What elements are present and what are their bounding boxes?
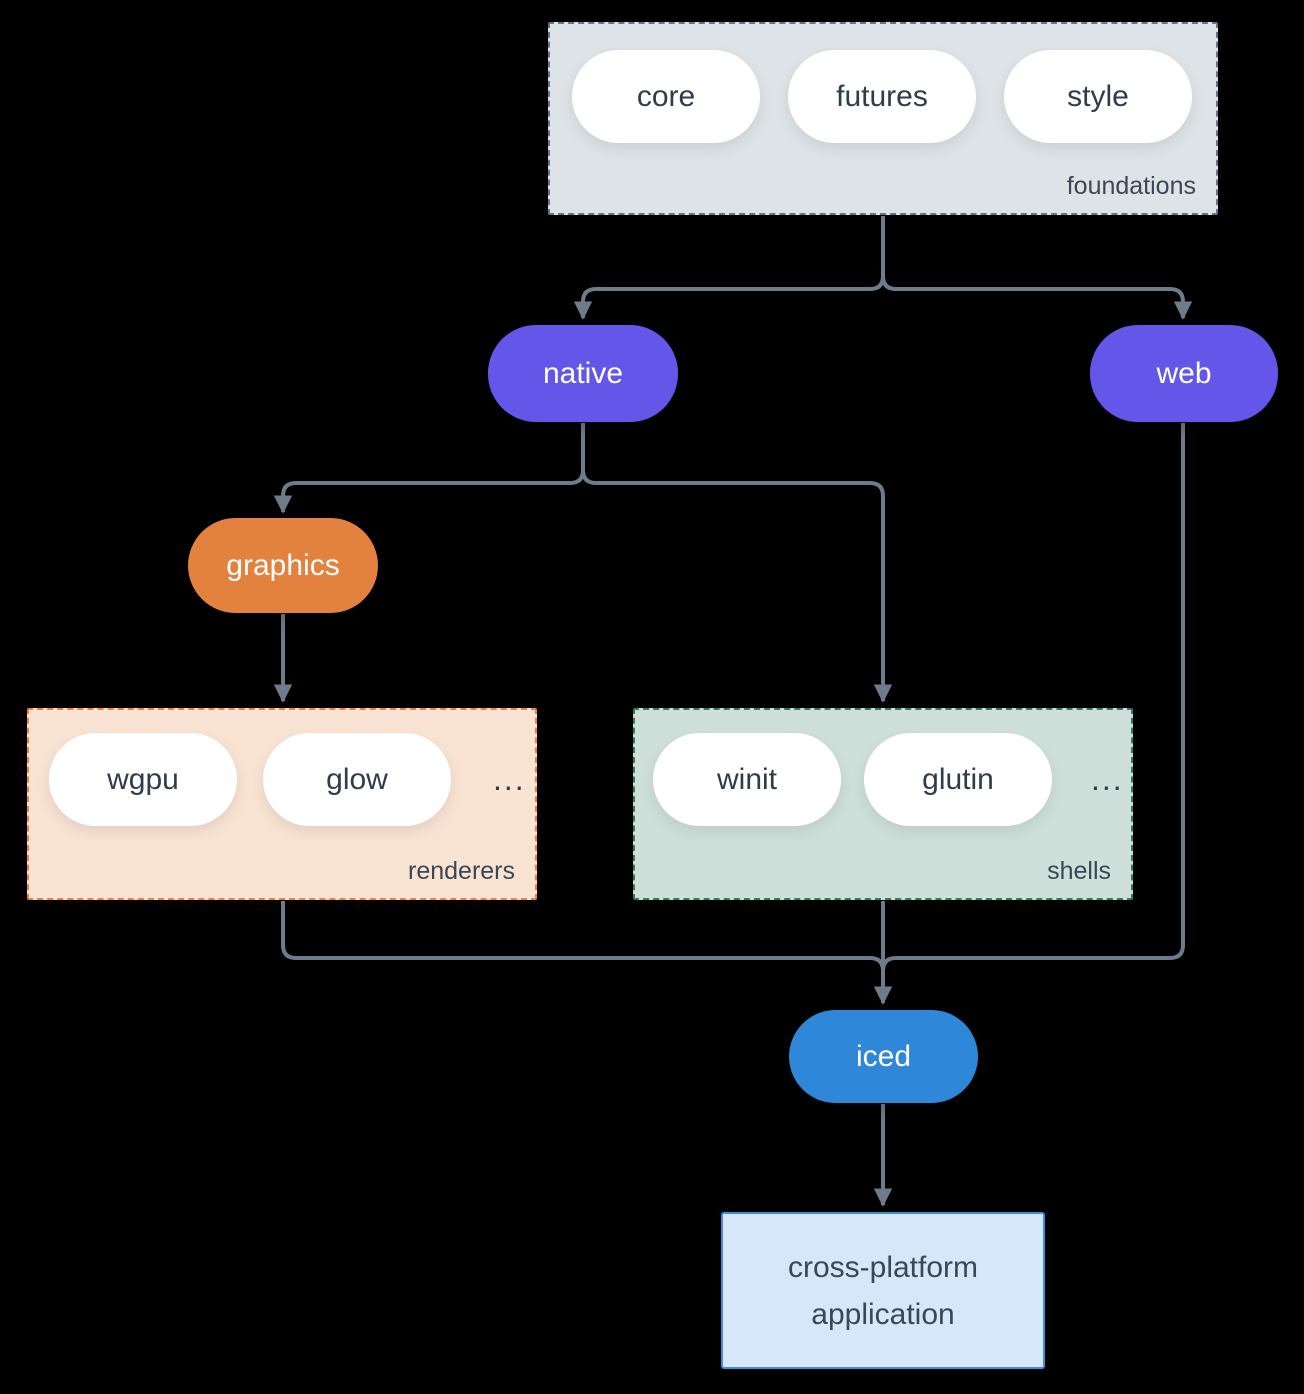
shells-pill-row: winit glutin ... [635,710,1131,826]
node-iced: iced [789,1010,978,1103]
edge-native-graphics [273,423,585,514]
group-foundations: core futures style foundations [548,22,1218,215]
pill-core: core [572,50,760,143]
group-renderers: wgpu glow ... renderers [27,708,537,900]
pill-style: style [1004,50,1192,143]
renderers-ellipsis: ... [493,761,526,797]
node-web: web [1090,325,1278,422]
group-label-shells: shells [1047,857,1111,885]
group-shells: winit glutin ... shells [633,708,1133,900]
pill-wgpu: wgpu [49,733,237,826]
edge-foundations-web [881,216,1193,320]
pill-glutin: glutin [864,733,1052,826]
group-label-foundations: foundations [1066,172,1196,200]
edge-renderers-iced [281,901,885,976]
pill-glow: glow [263,733,451,826]
node-cross-platform-application: cross-platform application [721,1212,1045,1369]
renderers-pill-row: wgpu glow ... [29,710,535,826]
edge-native-shells [581,423,893,703]
node-native: native [488,325,678,422]
edge-foundations-native [573,216,885,320]
foundations-pill-row: core futures style [550,24,1216,143]
group-label-renderers: renderers [408,857,515,885]
node-graphics: graphics [188,518,378,613]
pill-futures: futures [788,50,976,143]
pill-winit: winit [653,733,841,826]
shells-ellipsis: ... [1091,761,1124,797]
